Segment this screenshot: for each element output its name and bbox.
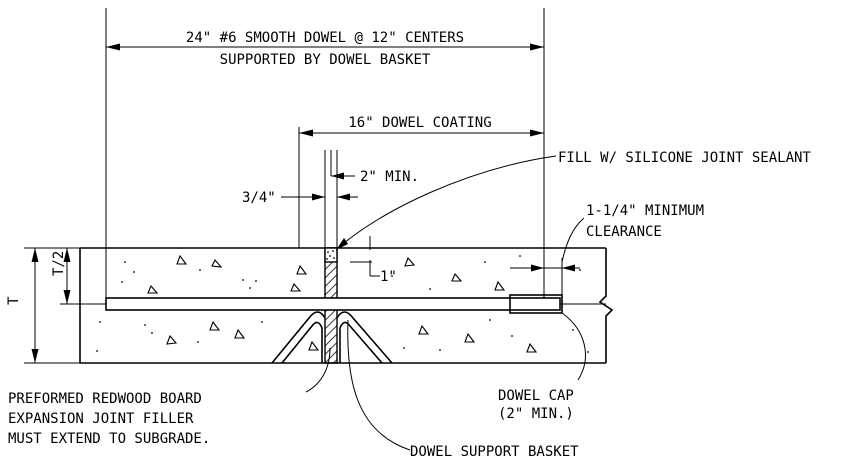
- redwood-label-3: MUST EXTEND TO SUBGRADE.: [8, 431, 210, 447]
- dowel-bar: [80, 297, 606, 311]
- sand-dots: [96, 255, 589, 353]
- dowel-cap-label-2: (2" MIN.): [498, 406, 574, 422]
- three-quarter-label: 3/4": [242, 190, 276, 206]
- thickness-dimensions: T T/2: [6, 247, 80, 364]
- basket-label: DOWEL SUPPORT BASKET: [410, 444, 579, 460]
- extension-lines: [105, 8, 545, 300]
- sealant-label: FILL W/ SILICONE JOINT SEALANT: [558, 150, 811, 166]
- dowel-cap-callout: DOWEL CAP (2" MIN.): [498, 312, 586, 422]
- one-inch-dimension: 1": [350, 236, 397, 285]
- redwood-label-2: EXPANSION JOINT FILLER: [8, 411, 194, 427]
- coating-dimension: 16" DOWEL COATING: [299, 115, 544, 137]
- dowel-cap: [509, 294, 563, 314]
- joint-width-dimensions: 3/4" 2" MIN.: [242, 150, 419, 206]
- dowel-length-dimension: 24" #6 SMOOTH DOWEL @ 12" CENTERS SUPPOR…: [106, 30, 544, 68]
- dowel-basket: [271, 311, 393, 364]
- dowel-cap-label-1: DOWEL CAP: [498, 388, 574, 404]
- half-t-label: T/2: [51, 251, 67, 276]
- dowel-support-label: SUPPORTED BY DOWEL BASKET: [220, 52, 431, 68]
- dowel-spec-label: 24" #6 SMOOTH DOWEL @ 12" CENTERS: [186, 30, 464, 46]
- clearance-dimension: 1-1/4" MINIMUM CLEARANCE: [510, 203, 704, 296]
- dowel-coating-label: 16" DOWEL COATING: [348, 115, 491, 131]
- redwood-callout: PREFORMED REDWOOD BOARD EXPANSION JOINT …: [8, 347, 331, 447]
- one-inch-label: 1": [380, 269, 397, 285]
- redwood-label-1: PREFORMED REDWOOD BOARD: [8, 391, 202, 407]
- clearance-label-2: CLEARANCE: [586, 224, 662, 240]
- t-label: T: [6, 296, 22, 305]
- two-inch-min-label: 2" MIN.: [360, 169, 419, 185]
- sealant-callout: FILL W/ SILICONE JOINT SEALANT: [335, 150, 811, 251]
- concrete-slab: [79, 247, 614, 364]
- aggregate-symbols: [147, 254, 538, 353]
- clearance-label-1: 1-1/4" MINIMUM: [586, 203, 704, 219]
- basket-callout: DOWEL SUPPORT BASKET: [347, 319, 579, 460]
